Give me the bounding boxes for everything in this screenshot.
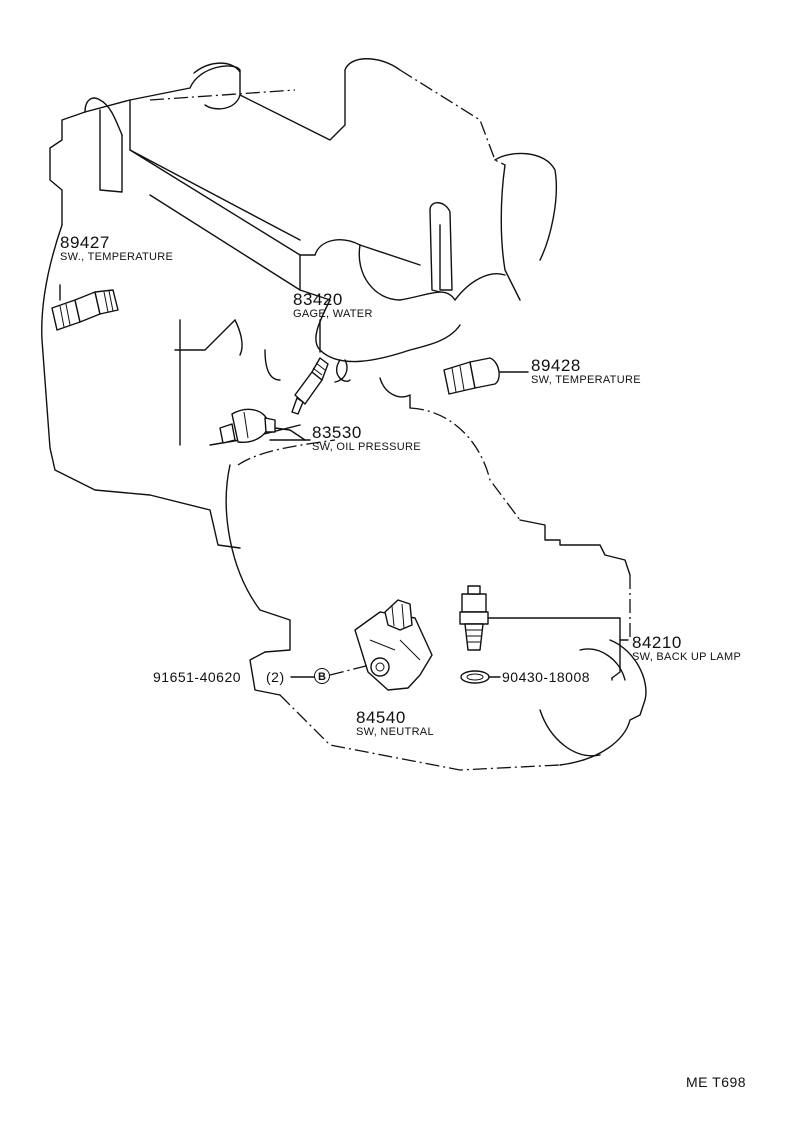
part-83530-name: SW, OIL PRESSURE — [312, 441, 421, 453]
part-89428-number: 89428 — [531, 356, 581, 375]
callout-b-badge: B — [314, 668, 330, 684]
part-84540-drawing — [354, 599, 433, 691]
part-83530-drawing — [219, 408, 311, 444]
part-84210-name: SW, BACK UP LAMP — [632, 651, 742, 663]
part-89428-name: SW, TEMPERATURE — [531, 374, 641, 386]
leader-lines — [290, 664, 613, 681]
part-84540-name: SW, NEUTRAL — [356, 726, 434, 738]
part-84210-number: 84210 — [632, 633, 682, 652]
part-83420-drawing — [264, 319, 348, 415]
part-89427-name: SW., TEMPERATURE — [60, 251, 174, 263]
part-83530-number: 83530 — [312, 423, 362, 442]
part-83420-name: GAGE, WATER — [293, 308, 373, 320]
drawing-code: ME T698 — [686, 1074, 747, 1090]
fastener-90430-number: 90430-18008 — [502, 669, 591, 685]
part-84210-drawing — [459, 585, 629, 684]
transmission-outline — [225, 407, 647, 771]
part-89427-drawing — [51, 284, 119, 331]
fastener-91651-number: 91651-40620 — [153, 669, 242, 685]
fastener-91651-qty: (2) — [266, 669, 285, 685]
part-89428-drawing — [443, 357, 529, 395]
part-83420-number: 83420 — [293, 290, 343, 309]
engine-outline — [41, 58, 558, 549]
part-84540-number: 84540 — [356, 708, 406, 727]
part-89427-number: 89427 — [60, 233, 110, 252]
